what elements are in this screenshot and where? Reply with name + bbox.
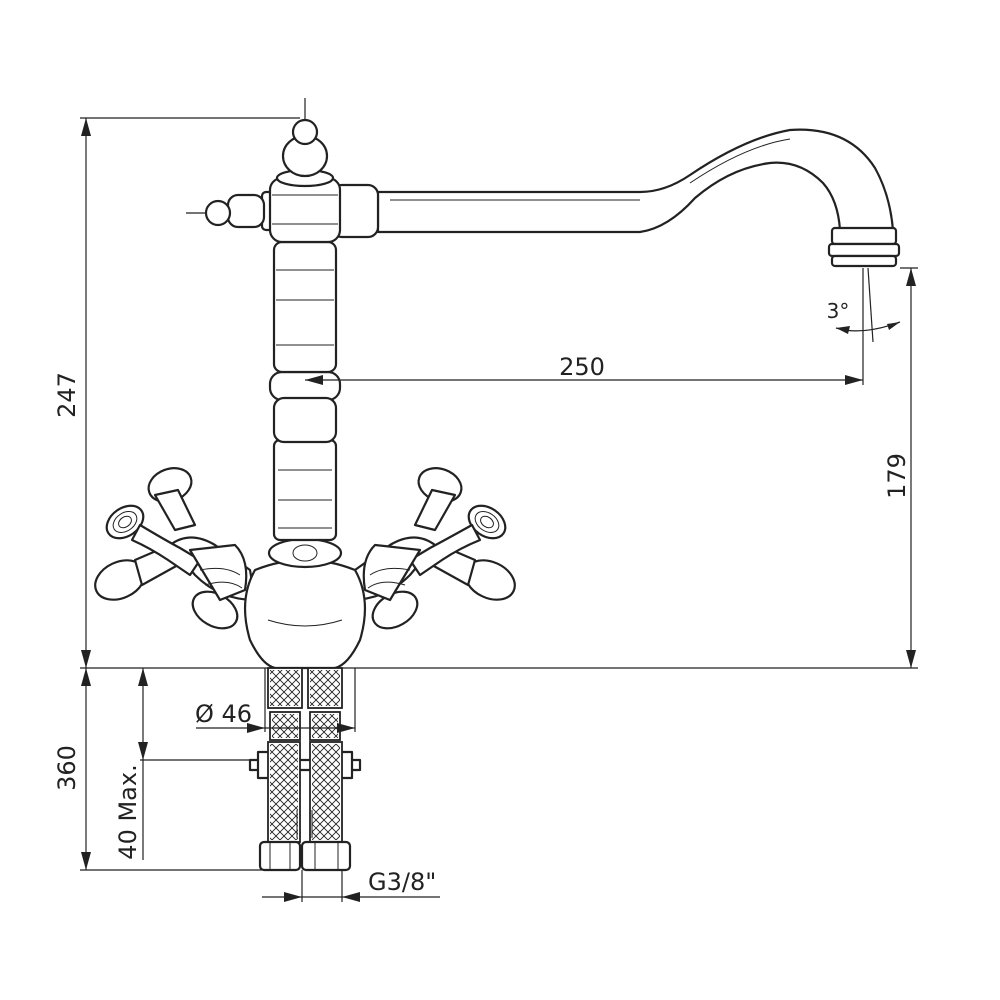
dim-base-diameter: Ø 46 <box>195 668 356 733</box>
aerator <box>827 226 901 268</box>
label-deck-thickness: 40 Max. <box>114 764 142 859</box>
label-hose-length: 360 <box>53 745 81 791</box>
mixer-body <box>243 537 367 670</box>
dim-deck-thickness: 40 Max. <box>114 668 250 860</box>
right-cross-handle <box>348 467 516 630</box>
label-reach: 250 <box>559 353 605 381</box>
dim-reach: 250 <box>305 268 864 385</box>
spout <box>376 128 901 268</box>
dim-hose-length: 360 <box>53 668 262 871</box>
left-cross-handle <box>94 467 257 630</box>
label-thread: G3/8" <box>368 868 436 896</box>
label-spout-height: 179 <box>883 453 911 499</box>
dim-overall-height: 247 <box>53 117 300 668</box>
label-base-diameter: Ø 46 <box>195 700 252 728</box>
center-lines <box>80 98 918 669</box>
dim-angle: 3° <box>827 267 901 343</box>
label-overall-height: 247 <box>53 372 81 418</box>
label-angle: 3° <box>827 299 850 323</box>
dim-thread: G3/8" <box>262 868 440 902</box>
left-handle-cap <box>105 504 145 540</box>
column <box>268 240 342 542</box>
supply-hoses <box>248 667 362 872</box>
right-handle-cap <box>467 504 507 540</box>
head <box>204 118 380 244</box>
dim-spout-height: 179 <box>883 267 918 668</box>
mounting-nut <box>248 750 362 780</box>
